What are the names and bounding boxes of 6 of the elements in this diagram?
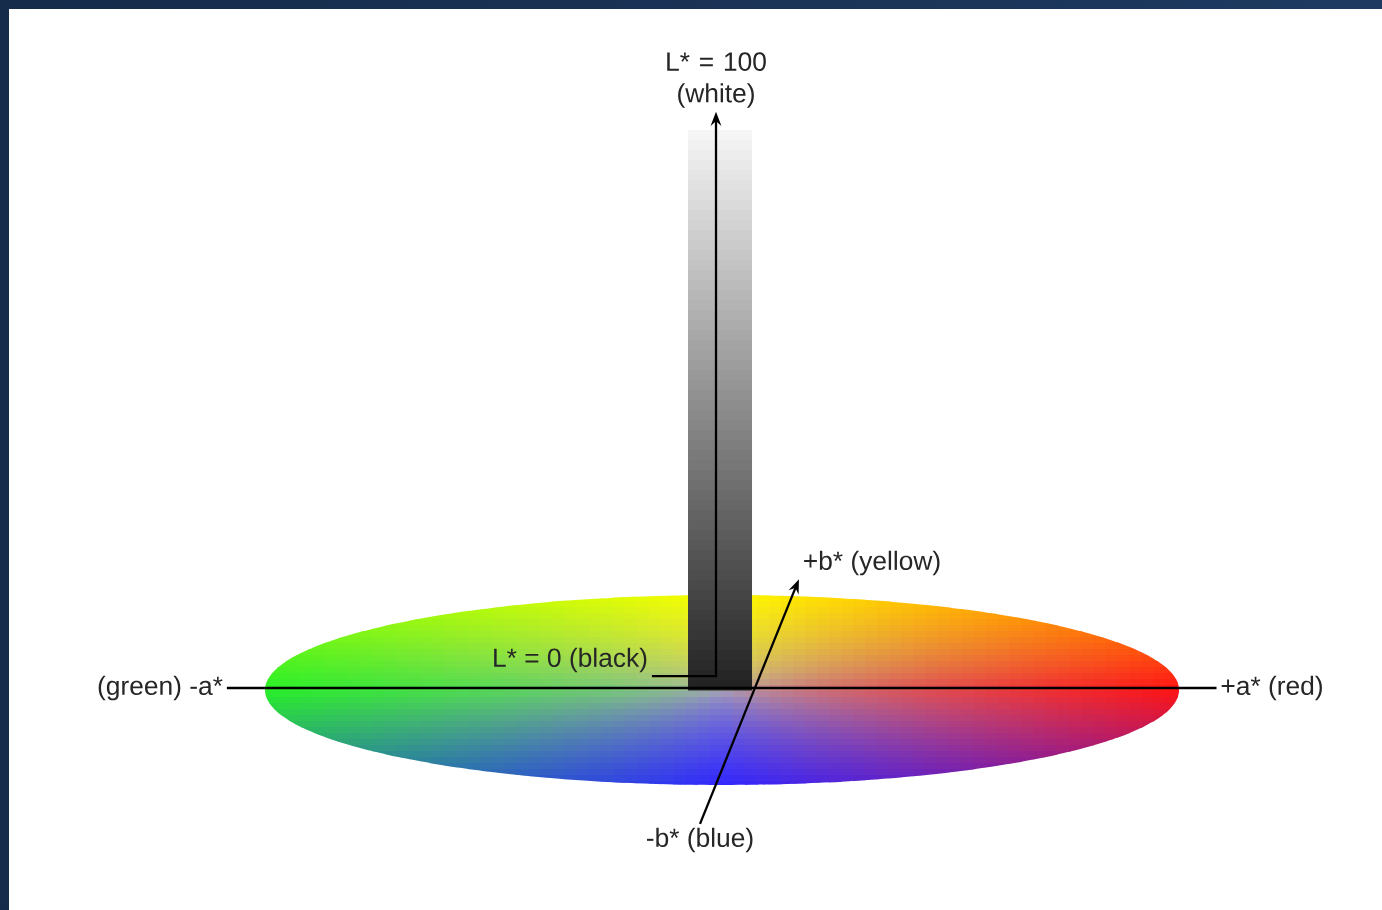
axis-label: +b* (yellow) [804,550,940,576]
axis-label: -b* (blue) [646,827,753,853]
axis-label: (green) -a* [98,675,223,701]
axis-label: +a* (red) [1221,675,1322,701]
axis-label: L* = 100 (white) [667,52,766,108]
axis-label: L* = 0 (black) [494,647,647,673]
